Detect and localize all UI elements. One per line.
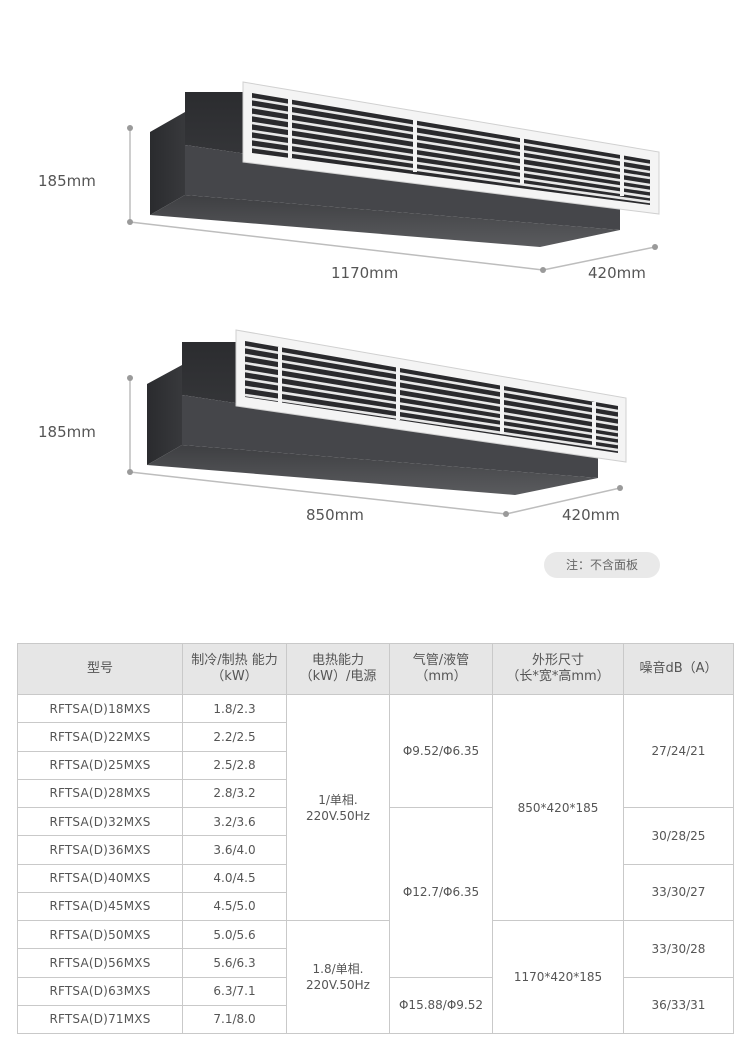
model-cell: RFTSA(D)50MXS xyxy=(17,919,183,950)
fan-coil-unit-large xyxy=(150,81,660,247)
unit1-height-label: 185mm xyxy=(38,172,96,190)
model-cell: RFTSA(D)36MXS xyxy=(17,835,183,865)
table-row: RFTSA(D)18MXS 1.8/2.3 1/单相.220V.50Hz Φ9.… xyxy=(17,693,734,921)
noise-cell: 27/24/21 xyxy=(623,694,734,808)
capacity-cell: 2.5/2.8 xyxy=(182,750,287,780)
header-capacity: 制冷/制热 能力（kW） xyxy=(182,643,287,695)
capacity-cell: 3.6/4.0 xyxy=(182,835,287,865)
unit2-height-label: 185mm xyxy=(38,423,96,441)
table-row: RFTSA(D)22MXS 2.2/2.5 xyxy=(17,722,734,752)
table-row: RFTSA(D)28MXS 2.8/3.2 xyxy=(17,778,734,809)
dimensions-cell: 850*420*185 xyxy=(492,694,624,921)
table-row: RFTSA(D)50MXS 5.0/5.6 1.8/单相.220V.50Hz 1… xyxy=(17,919,734,1034)
unit2-length-label: 850mm xyxy=(306,506,364,524)
capacity-cell: 5.0/5.6 xyxy=(182,919,287,950)
electric-cell: 1/单相.220V.50Hz xyxy=(286,694,390,921)
model-cell: RFTSA(D)45MXS xyxy=(17,891,183,922)
noise-cell: 33/30/27 xyxy=(623,863,734,921)
pipes-cell: Φ9.52/Φ6.35 xyxy=(389,694,493,808)
noise-cell: 30/28/25 xyxy=(623,807,734,865)
capacity-cell: 2.2/2.5 xyxy=(182,722,287,752)
capacity-cell: 4.0/4.5 xyxy=(182,863,287,893)
dimensions-cell: 1170*420*185 xyxy=(492,920,624,1034)
capacity-cell: 5.6/6.3 xyxy=(182,948,287,978)
model-cell: RFTSA(D)56MXS xyxy=(17,948,183,978)
dimension-lines-large xyxy=(127,125,658,273)
model-cell: RFTSA(D)22MXS xyxy=(17,722,183,752)
header-noise: 噪音dB（A） xyxy=(623,643,734,695)
table-header-row: 型号 制冷/制热 能力（kW） 电热能力（kW）/电源 气管/液管（mm） 外形… xyxy=(17,643,734,695)
noise-cell: 33/30/28 xyxy=(623,920,734,978)
header-electric: 电热能力（kW）/电源 xyxy=(286,643,390,695)
capacity-cell: 7.1/8.0 xyxy=(182,1004,287,1035)
model-cell: RFTSA(D)25MXS xyxy=(17,750,183,780)
unit1-depth-label: 420mm xyxy=(588,264,646,282)
unit1-length-label: 1170mm xyxy=(331,264,399,282)
product-illustrations xyxy=(127,81,660,517)
capacity-cell: 2.8/3.2 xyxy=(182,778,287,809)
table-row: RFTSA(D)36MXS 3.6/4.0 xyxy=(17,835,734,865)
table-row: RFTSA(D)32MXS 3.2/3.6 Φ12.7/Φ6.35 30/28/… xyxy=(17,806,734,978)
dimension-lines-small xyxy=(127,375,623,517)
capacity-cell: 3.2/3.6 xyxy=(182,806,287,837)
electric-cell: 1.8/单相.220V.50Hz xyxy=(286,920,390,1034)
pipes-cell: Φ12.7/Φ6.35 xyxy=(389,807,493,978)
model-cell: RFTSA(D)63MXS xyxy=(17,976,183,1006)
fan-coil-unit-small xyxy=(147,329,627,495)
table-row: RFTSA(D)63MXS 6.3/7.1 Φ15.88/Φ9.52 36/33… xyxy=(17,976,734,1034)
model-cell: RFTSA(D)18MXS xyxy=(17,693,183,724)
capacity-cell: 1.8/2.3 xyxy=(182,693,287,724)
noise-cell: 36/33/31 xyxy=(623,976,734,1034)
model-cell: RFTSA(D)71MXS xyxy=(17,1004,183,1035)
model-cell: RFTSA(D)28MXS xyxy=(17,778,183,809)
model-cell: RFTSA(D)40MXS xyxy=(17,863,183,893)
table-row: RFTSA(D)71MXS 7.1/8.0 xyxy=(17,1004,734,1035)
header-pipes: 气管/液管（mm） xyxy=(389,643,493,695)
model-cell: RFTSA(D)32MXS xyxy=(17,806,183,837)
header-dimensions: 外形尺寸（长*宽*高mm） xyxy=(492,643,624,695)
note-badge: 注：不含面板 xyxy=(544,552,660,578)
header-model: 型号 xyxy=(17,643,183,695)
table-row: RFTSA(D)45MXS 4.5/5.0 xyxy=(17,891,734,922)
capacity-cell: 6.3/7.1 xyxy=(182,976,287,1006)
spec-table: 型号 制冷/制热 能力（kW） 电热能力（kW）/电源 气管/液管（mm） 外形… xyxy=(17,643,734,1035)
pipes-cell: Φ15.88/Φ9.52 xyxy=(389,976,493,1034)
unit2-depth-label: 420mm xyxy=(562,506,620,524)
capacity-cell: 4.5/5.0 xyxy=(182,891,287,922)
